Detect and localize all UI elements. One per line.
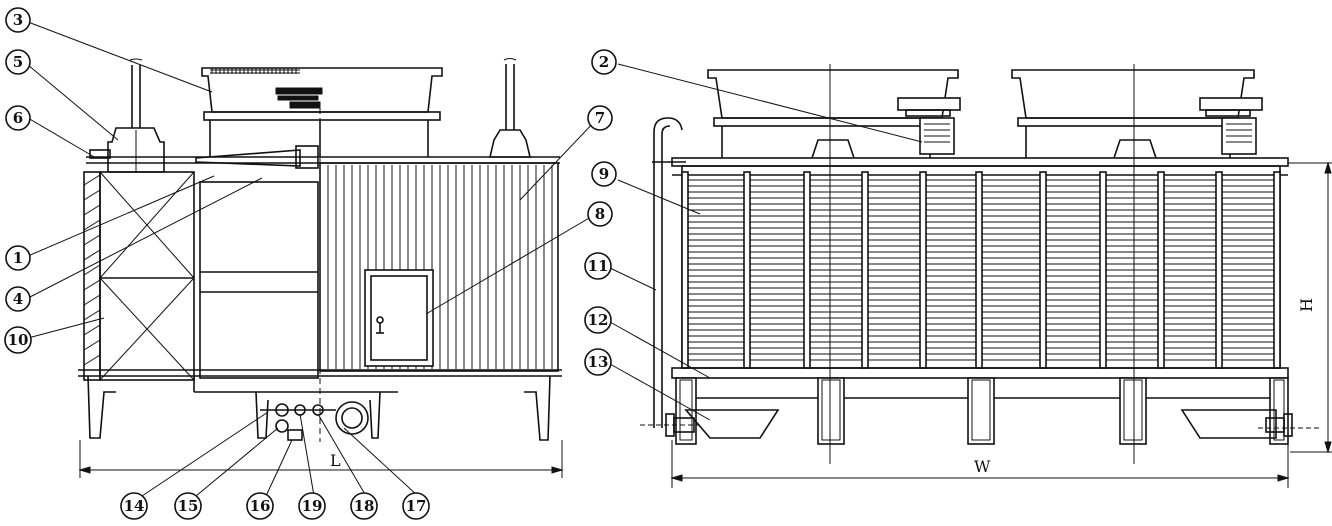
casing-panel — [319, 162, 559, 372]
callout-12: 12 — [584, 306, 612, 334]
ladder — [652, 117, 686, 428]
vent-pipe-left — [107, 58, 165, 173]
callout-8: 8 — [587, 201, 613, 227]
callout-2: 2 — [591, 49, 617, 75]
access-door — [364, 269, 434, 367]
svg-text:7: 7 — [595, 109, 605, 127]
callout-11: 11 — [584, 252, 612, 280]
svg-text:11: 11 — [588, 257, 609, 275]
fan-stack — [195, 67, 443, 169]
svg-text:2: 2 — [599, 53, 609, 71]
vent-pipe-right — [488, 58, 532, 158]
svg-text:15: 15 — [178, 497, 199, 515]
callout-15: 15 — [174, 492, 202, 520]
fan-stack-left — [707, 69, 961, 159]
callout-5: 5 — [5, 49, 31, 75]
callout-18: 18 — [350, 492, 378, 520]
dimension-length-label: L — [330, 451, 341, 470]
svg-text:10: 10 — [8, 331, 29, 349]
callout-3: 3 — [5, 7, 31, 33]
leader-lines — [27, 21, 923, 497]
svg-text:1: 1 — [13, 249, 23, 267]
callout-17: 17 — [402, 492, 430, 520]
dimension-height-label: H — [1297, 298, 1316, 312]
callout-9: 9 — [591, 161, 617, 187]
callout-4: 4 — [5, 286, 31, 312]
svg-text:8: 8 — [595, 205, 605, 223]
callout-13: 13 — [584, 348, 612, 376]
svg-text:9: 9 — [599, 165, 609, 183]
svg-text:3: 3 — [13, 11, 23, 29]
dimension-height: H — [1288, 161, 1332, 454]
fan-stack-right — [1011, 69, 1263, 159]
svg-text:14: 14 — [124, 497, 145, 515]
svg-text:13: 13 — [588, 353, 609, 371]
fill-pack — [99, 171, 195, 381]
callout-19: 19 — [298, 492, 326, 520]
svg-text:6: 6 — [13, 109, 23, 127]
dimension-length: L — [78, 440, 564, 478]
svg-text:12: 12 — [588, 311, 609, 329]
callout-10: 10 — [4, 326, 32, 354]
callout-1: 1 — [5, 245, 31, 271]
dimension-width-label: W — [974, 457, 991, 476]
piping-connections — [260, 401, 369, 441]
svg-text:16: 16 — [250, 497, 271, 515]
callout-14: 14 — [120, 492, 148, 520]
callouts: 3 5 6 1 4 10 7 8 2 9 11 12 13 14 15 16 1… — [4, 7, 617, 520]
side-view: L — [78, 58, 564, 478]
callout-16: 16 — [246, 492, 274, 520]
svg-text:19: 19 — [302, 497, 323, 515]
svg-text:4: 4 — [13, 290, 23, 308]
air-inlet-louver — [83, 171, 101, 381]
front-view: W H — [640, 64, 1332, 488]
svg-text:5: 5 — [13, 53, 23, 71]
callout-6: 6 — [5, 105, 31, 131]
svg-text:18: 18 — [354, 497, 375, 515]
dimension-width: W — [670, 440, 1290, 488]
callout-7: 7 — [587, 105, 613, 131]
svg-text:17: 17 — [406, 497, 427, 515]
